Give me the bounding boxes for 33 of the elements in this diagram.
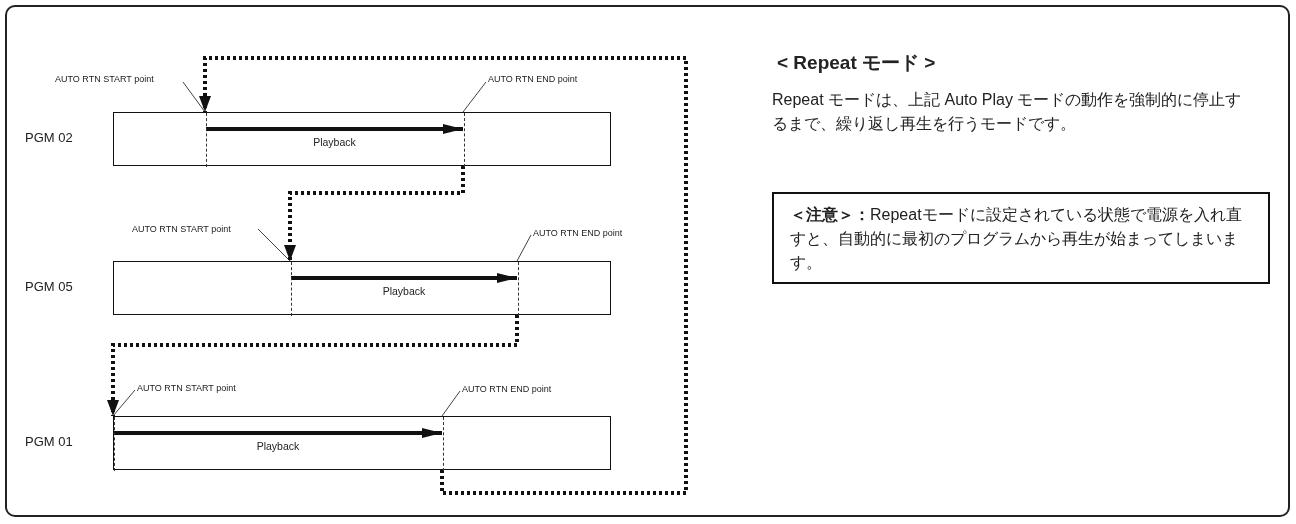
dashed-marker-line (114, 417, 115, 471)
leader-line (462, 81, 487, 113)
dashed-marker-line (518, 262, 519, 316)
leader-line (257, 228, 291, 262)
callout-text: AUTO RTN START point (137, 382, 236, 394)
dashed-marker-line (206, 113, 207, 167)
callout-text: AUTO RTN END point (533, 227, 623, 239)
program-label: PGM 02 (25, 130, 73, 145)
callout-text: AUTO RTN START point (55, 73, 154, 85)
dotted-arrow (107, 315, 519, 416)
note-box: ＜注意＞：Repeatモードに設定されている状態で電源を入れ直すと、自動的に最初のプログラムから再生が始まってしまいます。 (772, 192, 1270, 284)
program-label: PGM 05 (25, 279, 73, 294)
dashed-marker-line (443, 417, 444, 471)
heading: < Repeat モード > (777, 51, 936, 75)
playback-arrow (206, 124, 463, 134)
program-label: PGM 01 (25, 434, 73, 449)
dashed-marker-line (291, 262, 292, 316)
callout-text: AUTO RTN START point (132, 223, 231, 235)
leader-line (182, 81, 206, 113)
leader-line (516, 234, 532, 262)
edge-label: Playback (312, 135, 357, 149)
callout-text: AUTO RTN END point (488, 73, 578, 85)
playback-arrow (114, 428, 442, 438)
playback-arrow (291, 273, 517, 283)
dotted-arrow (284, 166, 465, 261)
edge-label: Playback (255, 439, 301, 453)
dashed-marker-line (464, 113, 465, 167)
callout-text: AUTO RTN END point (462, 383, 552, 395)
leader-line (441, 390, 461, 417)
description-text: Repeat モードは、上記 Auto Play モードの動作を強制的に停止するまで、繰り返し再生を行うモードです。 (772, 90, 1242, 134)
leader-line (112, 389, 136, 417)
edge-label: Playback (381, 284, 427, 298)
dotted-arrow (199, 56, 688, 495)
